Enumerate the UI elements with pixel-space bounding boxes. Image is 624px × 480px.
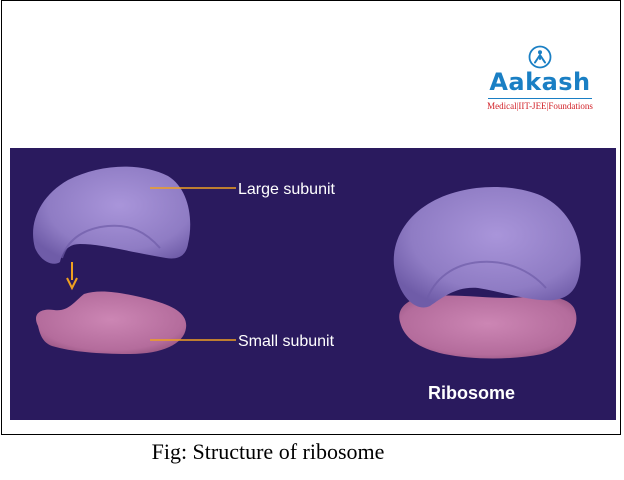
ribosome-small-subunit-shape xyxy=(399,295,577,359)
small-subunit-shape xyxy=(35,291,187,354)
ribosome-label: Ribosome xyxy=(428,383,515,403)
figure-caption: Fig: Structure of ribosome xyxy=(151,439,385,464)
aakash-person-icon xyxy=(528,45,552,69)
logo-name: Aakash xyxy=(489,68,591,96)
aakash-logo: Aakash Medical|IIT-JEE|Foundations xyxy=(478,45,602,115)
large-subunit-label: Large subunit xyxy=(238,181,336,198)
assembly-arrow-head xyxy=(66,277,78,291)
ribosome-large-subunit-groove xyxy=(425,260,547,303)
small-subunit-label: Small subunit xyxy=(238,333,335,350)
logo-tagline: Medical|IIT-JEE|Foundations xyxy=(487,101,593,111)
large-subunit-groove xyxy=(61,224,161,259)
logo-underline xyxy=(488,98,592,99)
ribosome-diagram: Large subunit Small subunit Ribosome xyxy=(10,148,616,420)
